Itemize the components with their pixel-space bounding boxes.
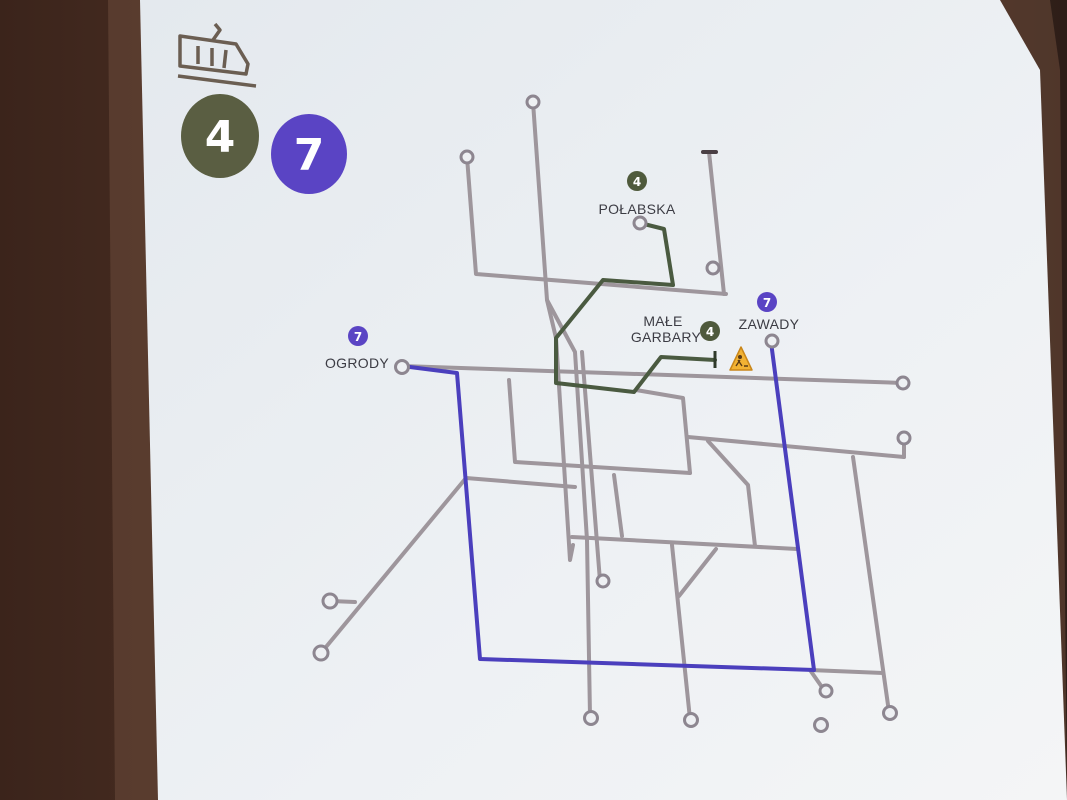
- station-zawady: 7 ZAWADY: [739, 292, 800, 332]
- station-polabska: 4 POŁABSKA: [598, 171, 676, 217]
- terminal-stop: [459, 149, 475, 165]
- route-7-line: [400, 340, 816, 672]
- route-badge-4: 4: [181, 94, 259, 178]
- terminal-stop: [394, 359, 410, 375]
- terminal-stop: [525, 94, 541, 110]
- svg-text:MAŁE: MAŁE: [643, 313, 682, 329]
- svg-text:OGRODY: OGRODY: [325, 355, 389, 371]
- tram-icon: [177, 22, 257, 88]
- terminal-stop: [583, 710, 599, 726]
- svg-text:4: 4: [205, 112, 236, 163]
- roadworks-warning-icon: [729, 346, 753, 371]
- terminal-stop: [595, 573, 611, 589]
- terminal-stop: [818, 683, 834, 699]
- terminal-stop: [321, 592, 339, 610]
- terminal-stop: [896, 430, 912, 446]
- svg-text:GARBARY: GARBARY: [631, 329, 702, 345]
- terminal-stop: [312, 644, 330, 662]
- svg-text:7: 7: [763, 296, 771, 310]
- svg-text:7: 7: [294, 130, 325, 181]
- svg-text:7: 7: [354, 330, 362, 344]
- station-male-garbary: MAŁE GARBARY 4: [631, 313, 720, 345]
- terminal-stop: [683, 712, 699, 728]
- tram-network: [319, 100, 906, 721]
- terminal-stop: [882, 705, 898, 721]
- svg-text:ZAWADY: ZAWADY: [739, 316, 800, 332]
- projection-screen: [140, 0, 1067, 800]
- terminal-stop: [813, 717, 829, 733]
- route-4-line: [554, 221, 717, 394]
- terminal-stop: [632, 215, 648, 231]
- terminal-stop: [895, 375, 911, 391]
- station-ogrody: 7 OGRODY: [325, 326, 389, 371]
- terminal-stop: [764, 333, 780, 349]
- svg-text:4: 4: [706, 325, 714, 339]
- terminal-stop: [705, 260, 721, 276]
- route-badge-7: 7: [271, 114, 347, 194]
- svg-text:POŁABSKA: POŁABSKA: [598, 201, 675, 217]
- svg-text:4: 4: [633, 175, 641, 189]
- terminal-stops: [312, 94, 912, 733]
